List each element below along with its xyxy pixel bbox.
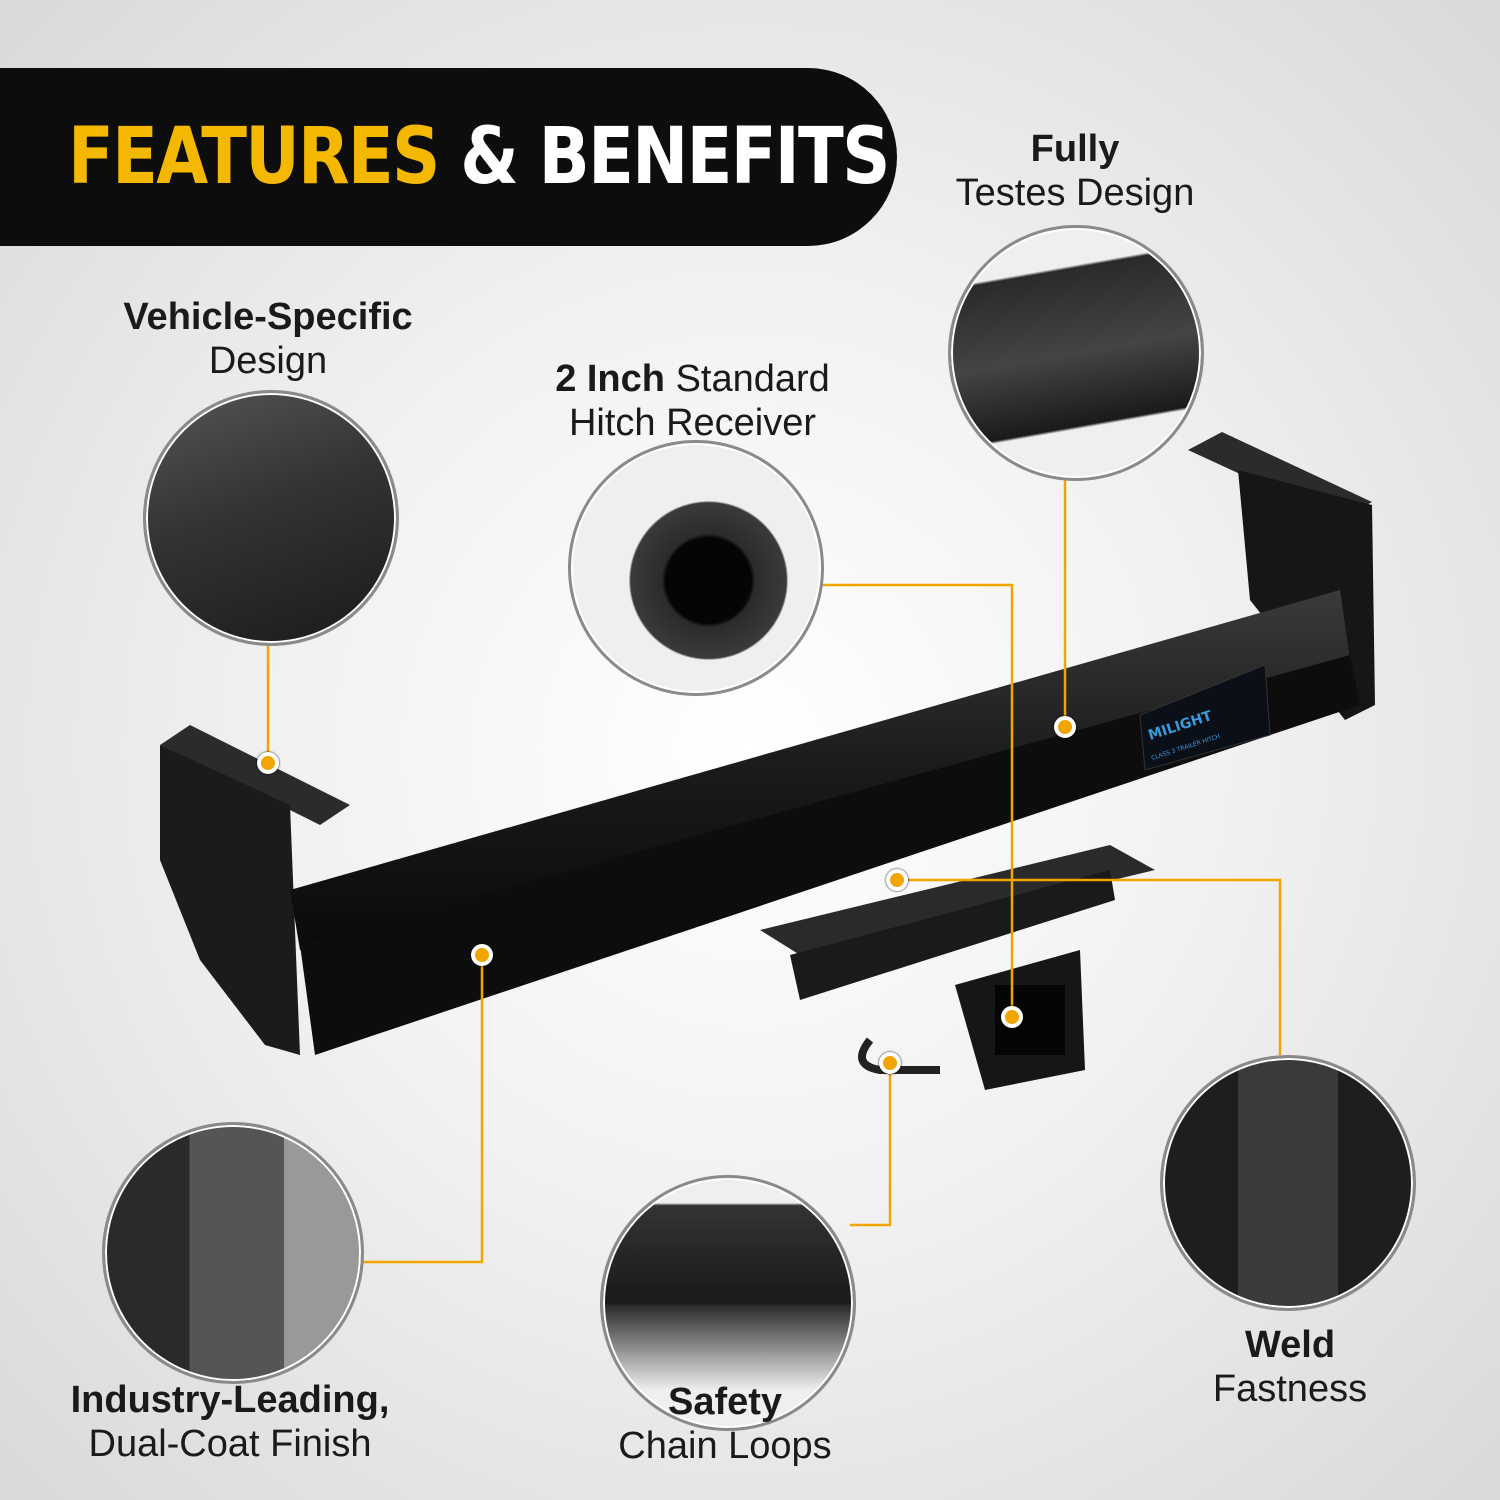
inset-finish (102, 1122, 364, 1384)
caption-text: Standard (675, 358, 830, 400)
caption-text: Dual-Coat Finish (88, 1423, 372, 1465)
title-highlight: FEATURES (68, 112, 440, 202)
inset-vehicle-bracket (143, 390, 399, 646)
caption-text: Testes Design (955, 172, 1195, 214)
caption-bold: Vehicle-Specific (123, 296, 413, 338)
caption-text: Fastness (1212, 1368, 1368, 1410)
caption-bold: Weld (1244, 1324, 1336, 1366)
callout-dot-vehicle (257, 752, 279, 774)
caption-dual-coat: Industry-Leading,Dual-Coat Finish (40, 1378, 420, 1466)
caption-bold: 2 Inch (555, 358, 665, 400)
inset-tube (948, 225, 1204, 481)
callout-dot-tested (1054, 716, 1076, 738)
inset-receiver (568, 440, 824, 696)
caption-text-2: Hitch Receiver (568, 402, 817, 444)
caption-bold: Fully (1030, 128, 1120, 170)
caption-text: Chain Loops (618, 1425, 832, 1467)
callout-dot-receiver (1001, 1006, 1023, 1028)
inset-chain-loops (600, 1175, 856, 1431)
callout-dot-finish (471, 944, 493, 966)
inset-weld (1160, 1055, 1416, 1311)
caption-text: Design (208, 340, 328, 382)
callout-dot-safety (879, 1052, 901, 1074)
caption-bold: Industry-Leading, (70, 1379, 390, 1421)
title-banner (0, 68, 897, 246)
page-title: FEATURES & BENEFITS (68, 112, 890, 202)
caption-bold: Safety (667, 1381, 783, 1423)
title-rest: & BENEFITS (460, 112, 890, 202)
callout-dot-weld (886, 869, 908, 891)
